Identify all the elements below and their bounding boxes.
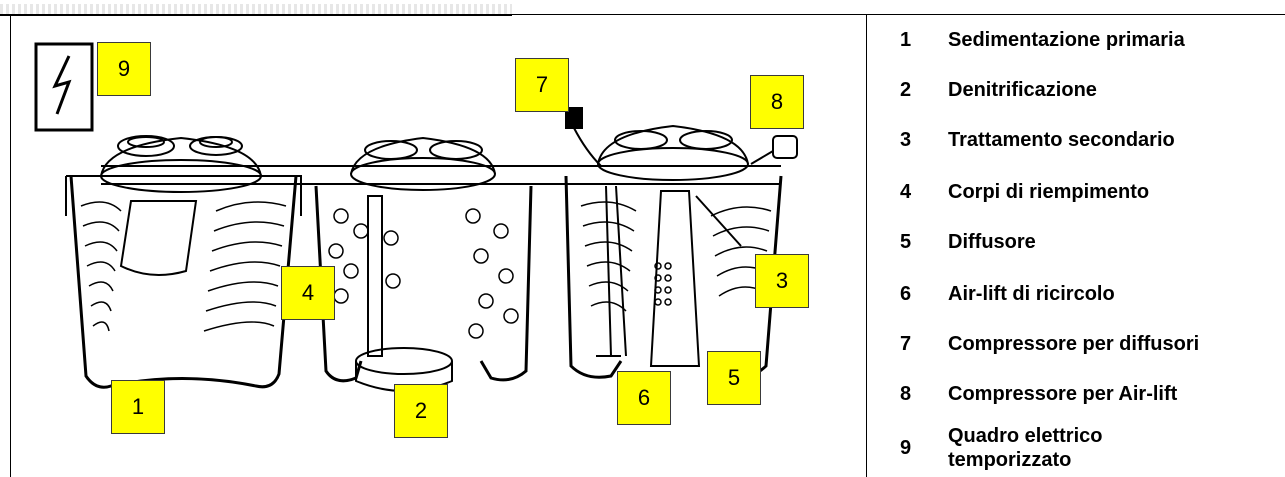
legend-number: 7: [900, 332, 912, 355]
tank-2: [314, 136, 533, 392]
label-9: 9: [97, 42, 151, 96]
treatment-plant-illustration: [34, 42, 798, 392]
legend-item: 9 Quadro elettrico temporizzato: [900, 424, 1168, 472]
legend-item: 4 Corpi di riempimento: [900, 180, 1248, 204]
label-1: 1: [111, 380, 165, 434]
legend-text: Quadro elettrico temporizzato: [948, 425, 1103, 471]
legend-number: 2: [900, 78, 912, 101]
legend-text: Compressore per diffusori: [948, 333, 1200, 355]
legend-item: 2 Denitrificazione: [900, 78, 1248, 102]
legend-item: 1 Sedimentazione primaria: [900, 28, 1248, 52]
legend-item: 7 Compressore per diffusori: [900, 332, 1248, 356]
legend-number: 3: [900, 128, 912, 151]
header-band: [0, 4, 512, 14]
legend-item: 6 Air-lift di ricircolo: [900, 282, 1248, 306]
top-rule: [0, 14, 1285, 15]
legend-text: Denitrificazione: [948, 79, 1097, 101]
legend-text: Trattamento secondario: [948, 129, 1175, 151]
legend-number: 1: [900, 28, 912, 51]
label-8: 8: [750, 75, 804, 129]
header-underline: [0, 14, 512, 16]
legend-text: Compressore per Air-lift: [948, 383, 1178, 405]
compressor-airlift-icon: [750, 135, 798, 165]
label-3: 3: [755, 254, 809, 308]
label-4: 4: [281, 266, 335, 320]
connecting-pipe: [101, 165, 781, 185]
electrical-panel-icon: [34, 42, 94, 132]
legend-item: 5 Diffusore: [900, 230, 1248, 254]
legend-text: Air-lift di ricircolo: [948, 283, 1115, 305]
legend-item: 8 Compressore per Air-lift: [900, 382, 1248, 406]
legend-text: Sedimentazione primaria: [948, 29, 1185, 51]
label-5: 5: [707, 351, 761, 405]
legend-number: 9: [900, 436, 912, 459]
label-2: 2: [394, 384, 448, 438]
legend-text: Corpi di riempimento: [948, 181, 1150, 203]
diagram-frame: [10, 15, 867, 477]
legend-text: Diffusore: [948, 231, 1036, 253]
label-6: 6: [617, 371, 671, 425]
legend-number: 8: [900, 382, 912, 405]
tank-1: [65, 135, 302, 389]
label-7: 7: [515, 58, 569, 112]
legend-number: 4: [900, 180, 912, 203]
compressor-diffusers-icon: [565, 107, 602, 167]
legend-item: 3 Trattamento secondario: [900, 128, 1248, 152]
legend-number: 6: [900, 282, 912, 305]
legend-number: 5: [900, 230, 912, 253]
